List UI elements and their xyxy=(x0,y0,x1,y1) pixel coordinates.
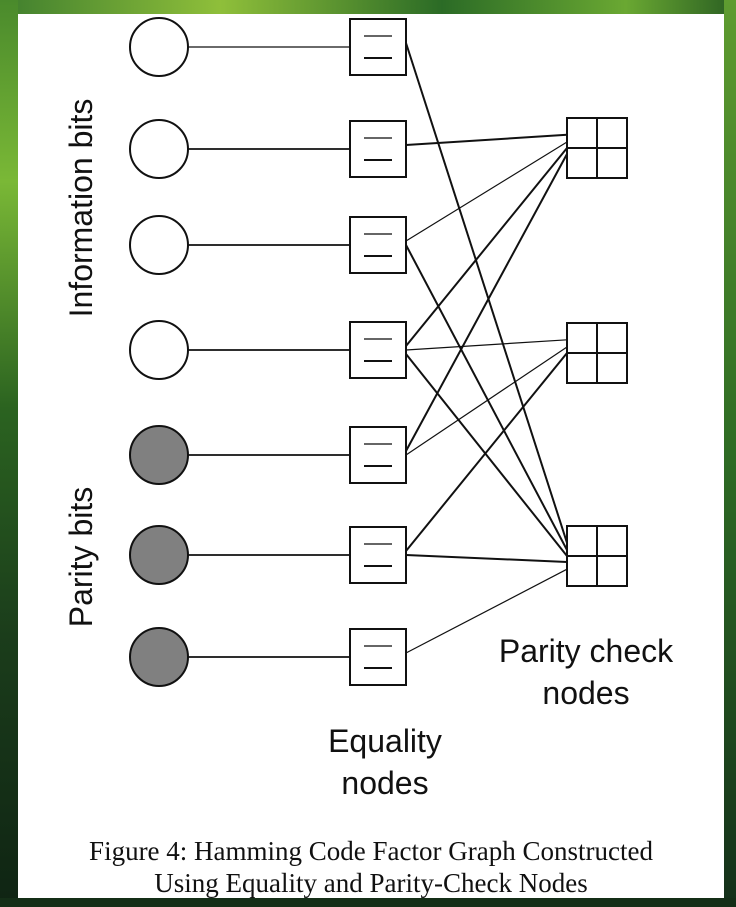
equality-node xyxy=(349,18,407,76)
parity-check-node xyxy=(566,322,628,384)
equality-to-parity-check-edge xyxy=(405,153,568,452)
equality-node-box xyxy=(349,120,407,178)
equality-node-box xyxy=(349,426,407,484)
equality-to-parity-check-edge xyxy=(405,147,568,347)
equality-to-parity-check-edge xyxy=(405,42,568,544)
equality-node-box xyxy=(349,216,407,274)
equality-node xyxy=(349,321,407,379)
parity-check-node xyxy=(566,525,628,587)
equality-nodes-label-line2: nodes xyxy=(341,765,428,801)
info-bits-label: Information bits xyxy=(63,99,99,318)
parity-check-nodes-label-line1: Parity check xyxy=(499,633,674,669)
equality-to-parity-check-edge xyxy=(405,352,568,552)
equality-node xyxy=(349,120,407,178)
equality-to-parity-check-edge xyxy=(405,141,568,242)
equality-to-parity-check-edge xyxy=(405,339,568,351)
parity-check-node-layer xyxy=(566,117,628,587)
information-bit-node xyxy=(129,119,189,179)
equality-node-layer xyxy=(349,18,407,686)
parity-bit-node xyxy=(129,627,189,687)
equality-nodes-label-line1: Equality xyxy=(328,723,442,759)
equality-to-parity-check-edge xyxy=(405,554,568,563)
bit-node-layer xyxy=(129,17,189,687)
information-bit-node xyxy=(129,215,189,275)
equality-node xyxy=(349,526,407,584)
parity-bit-node xyxy=(129,525,189,585)
equality-to-parity-check-edge xyxy=(405,568,568,654)
equality-node-box xyxy=(349,18,407,76)
equality-node-box xyxy=(349,321,407,379)
equality-node xyxy=(349,216,407,274)
information-bit-node xyxy=(129,17,189,77)
background-top-strip xyxy=(0,0,736,14)
figure-caption-line2: Using Equality and Parity-Check Nodes xyxy=(154,868,588,898)
equality-to-parity-check-edge xyxy=(405,244,568,551)
background-bottom-strip xyxy=(0,898,736,907)
equality-node-box xyxy=(349,526,407,584)
equality-to-parity-check-edge xyxy=(405,133,568,146)
parity-check-nodes-label-line2: nodes xyxy=(542,675,629,711)
parity-check-node xyxy=(566,117,628,179)
parity-bit-node xyxy=(129,425,189,485)
edge-layer xyxy=(188,42,568,658)
equality-node-box xyxy=(349,628,407,686)
figure-caption-line1: Figure 4: Hamming Code Factor Graph Cons… xyxy=(89,836,653,866)
equality-to-parity-check-edge xyxy=(405,353,568,557)
parity-bits-label: Parity bits xyxy=(63,487,99,627)
information-bit-node xyxy=(129,320,189,380)
background-right-strip xyxy=(724,0,736,907)
equality-to-parity-check-edge xyxy=(405,346,568,456)
equality-node xyxy=(349,628,407,686)
equality-node xyxy=(349,426,407,484)
background-left-strip xyxy=(0,0,18,907)
